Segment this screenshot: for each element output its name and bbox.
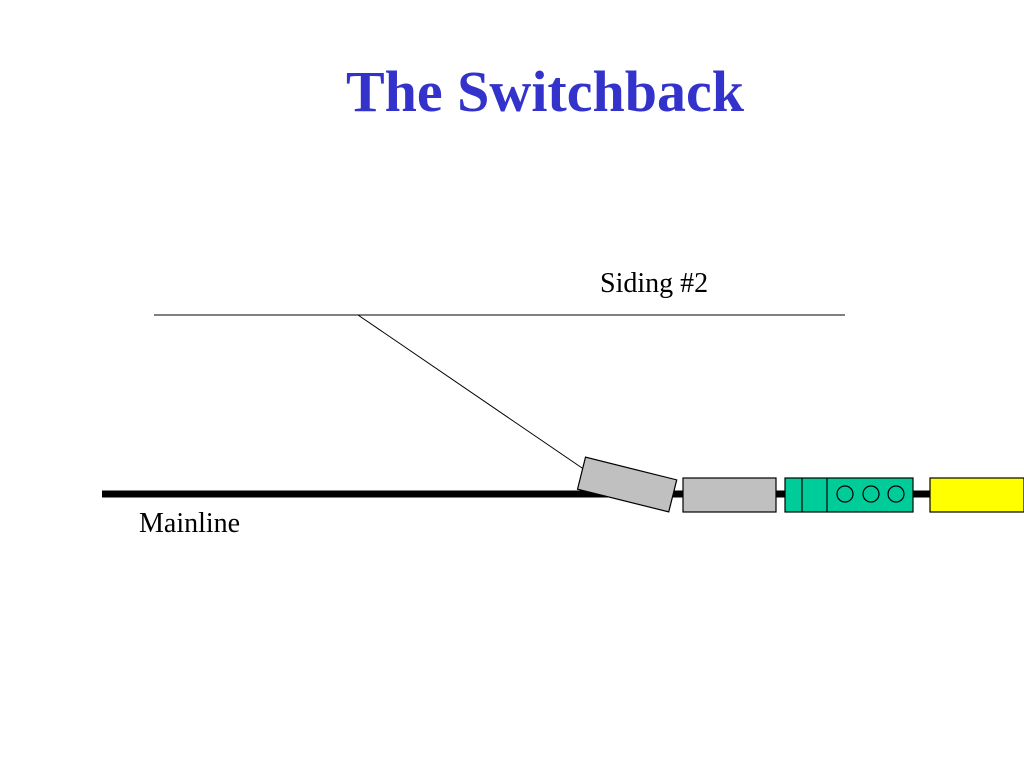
slide-title: The Switchback: [345, 59, 744, 124]
caboose[interactable]: [929, 477, 1024, 513]
mainline-label: Mainline: [139, 508, 241, 539]
boxcar-tilted-body: [576, 456, 678, 513]
engine[interactable]: [784, 477, 914, 513]
engine-wheel-1: [836, 485, 854, 503]
engine-wheel-2: [862, 485, 880, 503]
switch-track: [357, 314, 586, 471]
engine-wheel-3: [887, 485, 905, 503]
engine-body: [784, 477, 914, 513]
siding-label: Siding #2: [600, 268, 709, 299]
boxcar-tilted[interactable]: [576, 456, 678, 513]
boxcar[interactable]: [682, 477, 777, 513]
